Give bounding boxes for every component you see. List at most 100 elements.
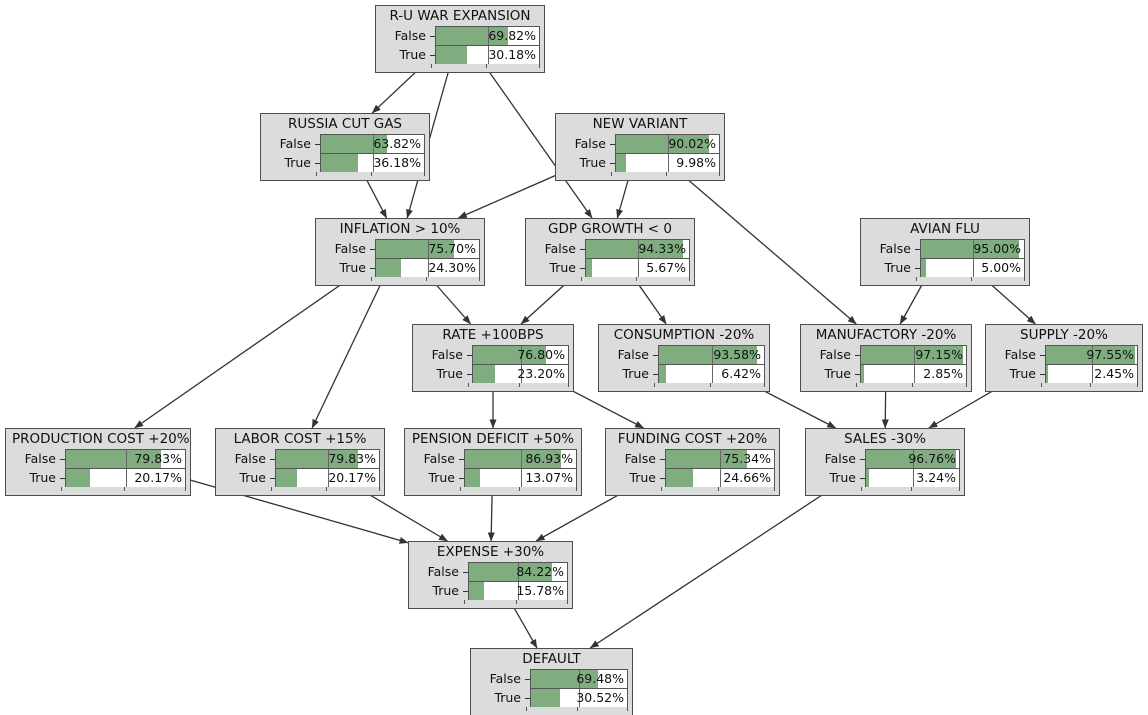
state-label: True [622, 366, 649, 381]
state-tick-mark [660, 468, 665, 487]
state-tick-mark [467, 364, 472, 383]
bar-midline [637, 259, 639, 277]
state-tick-mark [463, 562, 468, 581]
bar-midline [487, 27, 489, 45]
state-tick-mark [653, 364, 658, 383]
state-tick-mark [270, 468, 275, 487]
axis-tick [661, 487, 662, 491]
probability-bar-fill [1046, 346, 1135, 364]
axis-ticks [271, 487, 380, 492]
probability-bar-fill [866, 450, 956, 468]
axis-spacer [805, 383, 856, 388]
probability-bar: 79.83% [65, 449, 186, 468]
state-label: True [432, 583, 459, 598]
axis-tick [718, 487, 719, 491]
probability-bar-fill [1046, 365, 1049, 383]
state-label: False [544, 241, 576, 256]
probability-bar: 30.18% [435, 45, 540, 64]
axis-tick [581, 277, 582, 281]
state-label: False [279, 136, 311, 151]
bar-midline [372, 135, 374, 153]
axis-tick [479, 277, 480, 281]
probability-value: 5.00% [981, 260, 1021, 275]
axis-spacer [560, 172, 611, 177]
probability-bar-fill [321, 135, 387, 153]
probability-bar: 97.15% [860, 345, 967, 364]
axis-tick [425, 277, 427, 281]
state-label: False [234, 451, 266, 466]
probability-bar-fill [659, 365, 666, 383]
state-label: True [239, 470, 266, 485]
probability-bar-fill [276, 450, 359, 468]
bar-midline [972, 240, 974, 258]
state-tick-mark [467, 345, 472, 364]
axis-tick [709, 383, 711, 387]
axis-spacer [265, 172, 316, 177]
state-tick-mark [1040, 364, 1045, 383]
state-label: True [579, 155, 606, 170]
state-tick-mark [370, 239, 375, 258]
bar-midline [720, 469, 721, 487]
state-tick-mark [915, 239, 920, 258]
axis-tick [516, 600, 517, 604]
node-title: GDP GROWTH < 0 [548, 221, 672, 237]
axis-tick [856, 383, 857, 387]
state-tick-mark [1040, 345, 1045, 364]
probability-bar-fill [531, 689, 561, 707]
bar-midline [518, 582, 519, 600]
axis-spacer [810, 487, 861, 492]
axis-ticks [464, 600, 568, 605]
axis-tick [635, 277, 637, 281]
edge-sales-to-default [589, 478, 847, 649]
probability-value: 30.52% [576, 690, 624, 705]
axis-tick [911, 383, 913, 387]
axis-row [409, 487, 577, 492]
probability-bar-fill [866, 469, 869, 487]
probability-bar: 24.66% [665, 468, 775, 487]
axis-spacer [380, 64, 431, 69]
state-label: True [29, 470, 56, 485]
axis-spacer [220, 487, 271, 492]
state-label: True [829, 470, 856, 485]
axis-ticks [661, 487, 775, 492]
probability-value: 97.15% [915, 347, 963, 362]
axis-row [560, 172, 720, 177]
state-tick-mark [860, 449, 865, 468]
axis-tick [1089, 383, 1091, 387]
node-title: AVIAN FLU [910, 221, 980, 237]
axis-row [865, 277, 1025, 282]
probability-bar-fill [473, 346, 546, 364]
state-tick-mark [525, 688, 530, 707]
probability-bar: 69.48% [530, 669, 628, 688]
state-label: True [824, 366, 851, 381]
probability-bar: 93.58% [658, 345, 765, 364]
probability-bar: 13.07% [464, 468, 577, 487]
state-label: False [574, 136, 606, 151]
node-title: RATE +100BPS [442, 327, 544, 343]
